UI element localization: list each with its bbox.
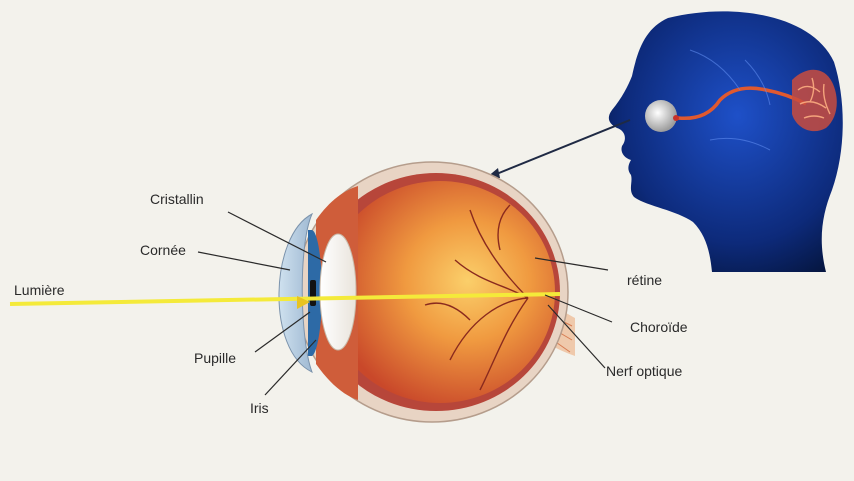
- label-pupille: Pupille: [194, 350, 236, 366]
- label-nerf-optique: Nerf optique: [606, 363, 682, 379]
- label-iris: Iris: [250, 400, 269, 416]
- pointer-arrow-icon: [486, 120, 630, 178]
- label-lumiere: Lumière: [14, 282, 65, 298]
- small-eyeball-icon: [645, 100, 677, 132]
- eye-cross-section-icon: [279, 162, 575, 422]
- label-cristallin: Cristallin: [150, 191, 204, 207]
- brain-icon: [792, 70, 837, 131]
- head-silhouette-icon: [609, 11, 843, 272]
- label-retine: rétine: [627, 272, 662, 288]
- label-choroide: Choroïde: [630, 319, 688, 335]
- label-cornee: Cornée: [140, 242, 186, 258]
